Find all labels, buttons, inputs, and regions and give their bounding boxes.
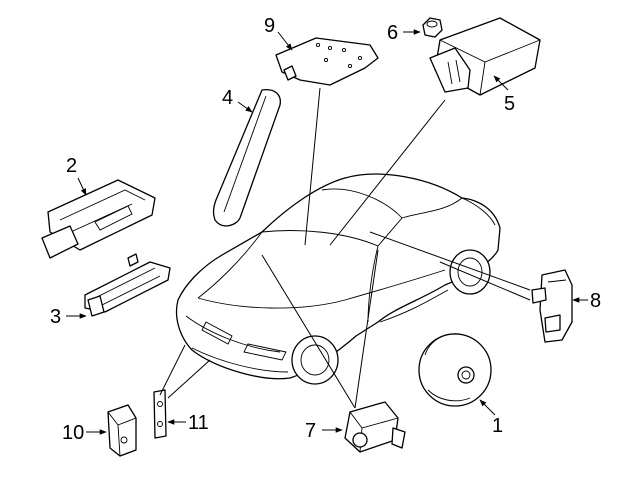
part-11-bracket	[153, 389, 167, 439]
callout-10: 10	[62, 422, 107, 444]
callout-6: 6	[387, 22, 421, 44]
car-outline	[175, 173, 501, 385]
part-2-passenger-airbag	[41, 179, 156, 259]
callout-1: 1	[479, 399, 503, 437]
callout-number: 7	[305, 420, 316, 442]
callout-number: 4	[222, 87, 233, 109]
part-3-knee-airbag	[84, 253, 171, 317]
part-8-impact-sensor	[531, 269, 573, 343]
callout-number: 10	[62, 422, 84, 444]
callout-number: 3	[50, 306, 61, 328]
part-9-occupancy-mat	[275, 37, 379, 86]
callout-3: 3	[50, 306, 87, 328]
callout-number: 11	[188, 412, 209, 434]
callout-number: 8	[590, 290, 601, 312]
callout-4: 4	[222, 87, 253, 113]
part-10-front-sensor	[107, 404, 137, 457]
callout-9: 9	[264, 15, 293, 51]
part-4-side-airbag	[212, 89, 281, 227]
callout-number: 1	[492, 415, 503, 437]
callout-number: 9	[264, 15, 275, 37]
callout-number: 5	[504, 93, 515, 115]
part-6-nut	[422, 17, 443, 38]
callout-number: 6	[387, 22, 398, 44]
callout-11: 11	[167, 412, 209, 434]
callout-8: 8	[572, 290, 601, 312]
callout-2: 2	[66, 155, 87, 196]
part-7-sensor	[344, 401, 406, 453]
callout-7: 7	[305, 420, 343, 442]
part-1-steering-wheel-airbag	[418, 333, 492, 407]
part-5-control-module	[429, 17, 541, 96]
callout-5: 5	[493, 75, 515, 115]
leader-lines	[159, 87, 531, 409]
callout-number: 2	[66, 155, 77, 177]
